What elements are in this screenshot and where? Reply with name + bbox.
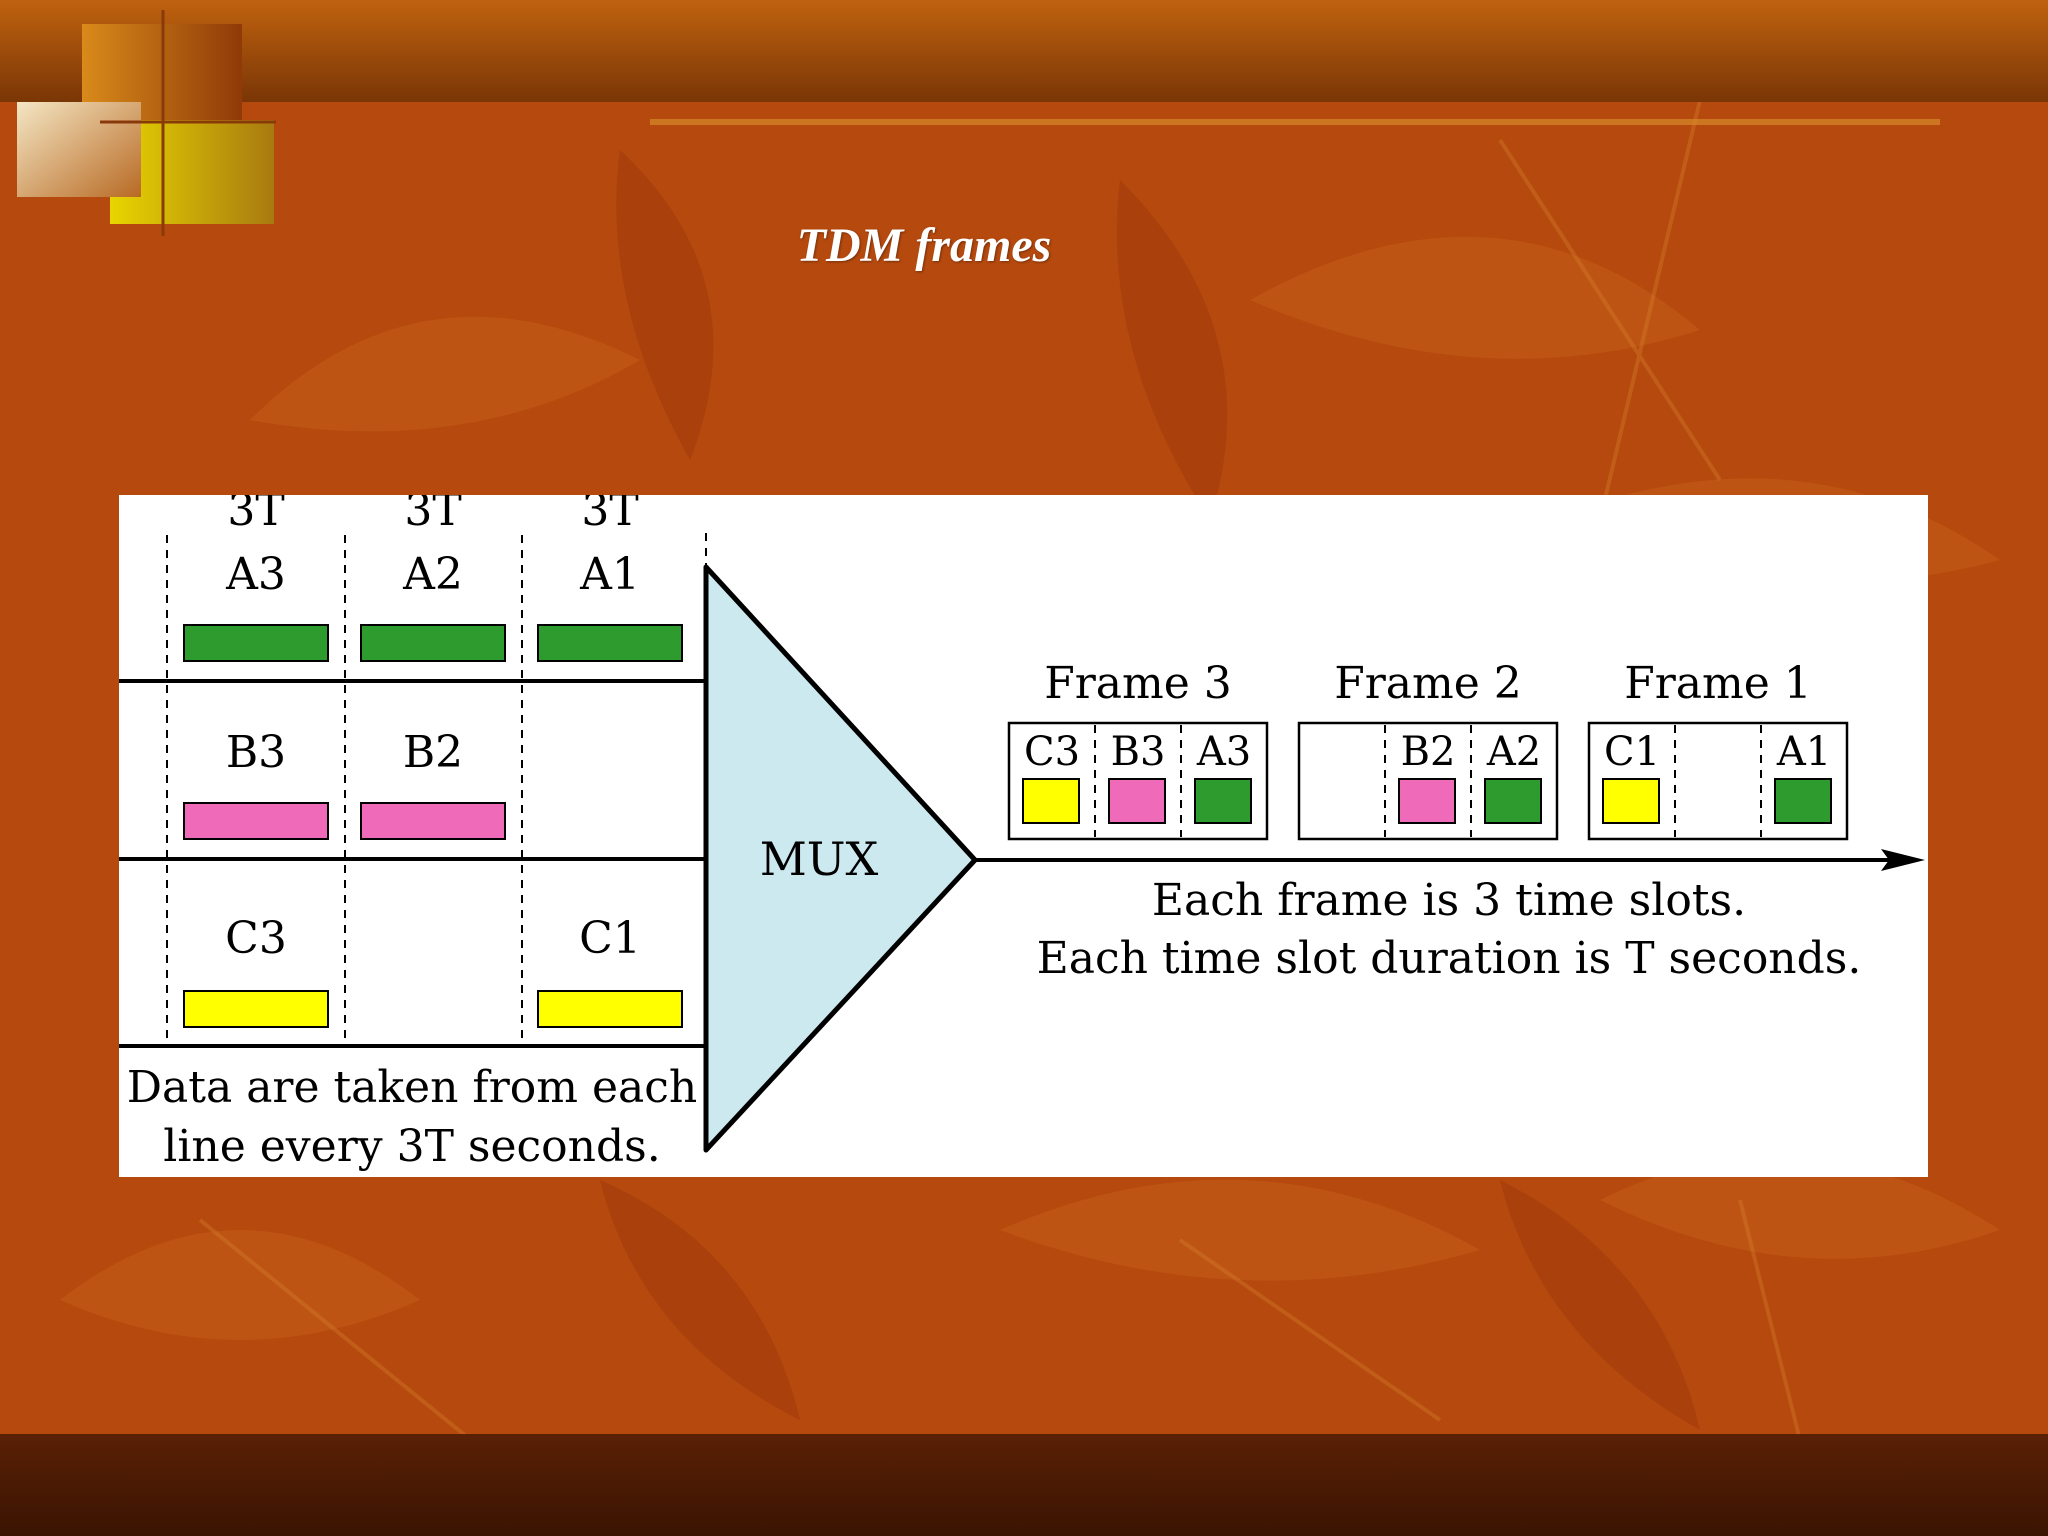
- frame-unit-c3: [1022, 778, 1080, 824]
- column-label: 3T: [227, 495, 284, 536]
- frame-slot-label: B3: [1111, 729, 1166, 775]
- data-unit-c1: [537, 990, 683, 1028]
- frame-title: Frame 3: [1044, 658, 1232, 709]
- frame-slot-label: A1: [1776, 729, 1831, 775]
- input-caption-line: line every 3T seconds.: [163, 1121, 660, 1172]
- slide-title: TDM frames: [796, 219, 1052, 272]
- data-unit-a2: [360, 624, 506, 662]
- frame-unit-c1: [1602, 778, 1660, 824]
- input-caption-line: Data are taken from each: [127, 1062, 697, 1113]
- tdm-diagram-panel: 3T 3T 3T A3 A2 A1 B3 B2 C3 C1 Data are t…: [119, 495, 1928, 1177]
- frame-slot-label: C3: [1024, 729, 1080, 775]
- frame-title: Frame 2: [1334, 658, 1522, 709]
- frame-unit-b3: [1108, 778, 1166, 824]
- tdm-frames-diagram: 3T 3T 3T A3 A2 A1 B3 B2 C3 C1 Data are t…: [119, 495, 1925, 1172]
- frame-slot-label: A3: [1196, 729, 1251, 775]
- frame-unit-b2: [1398, 778, 1456, 824]
- data-unit-c3: [183, 990, 329, 1028]
- data-unit-b3: [183, 802, 329, 840]
- column-label: 3T: [581, 495, 638, 536]
- input-column-separators: [166, 533, 707, 1045]
- slot-label: A2: [402, 549, 463, 600]
- slot-label: B3: [226, 727, 286, 778]
- column-label: 3T: [404, 495, 461, 536]
- output-arrowhead: [1881, 849, 1925, 871]
- data-unit-b2: [360, 802, 506, 840]
- frame-slot-label: C1: [1604, 729, 1660, 775]
- slot-label: A3: [225, 549, 286, 600]
- mux-triangle: [703, 564, 978, 1153]
- slot-label: C3: [225, 913, 287, 964]
- frame-unit-a3: [1194, 778, 1252, 824]
- output-caption-line: Each frame is 3 time slots.: [1152, 875, 1746, 926]
- data-unit-a1: [537, 624, 683, 662]
- frame-unit-a2: [1484, 778, 1542, 824]
- frame-title: Frame 1: [1624, 658, 1812, 709]
- data-unit-a3: [183, 624, 329, 662]
- slot-label: B2: [403, 727, 463, 778]
- slot-label: C1: [579, 913, 641, 964]
- frame-slot-label: B2: [1401, 729, 1456, 775]
- slot-label: A1: [579, 549, 640, 600]
- mux-label: MUX: [760, 832, 879, 886]
- frame-slot-label: A2: [1486, 729, 1541, 775]
- frame-unit-a1: [1774, 778, 1832, 824]
- output-caption-line: Each time slot duration is T seconds.: [1037, 933, 1862, 984]
